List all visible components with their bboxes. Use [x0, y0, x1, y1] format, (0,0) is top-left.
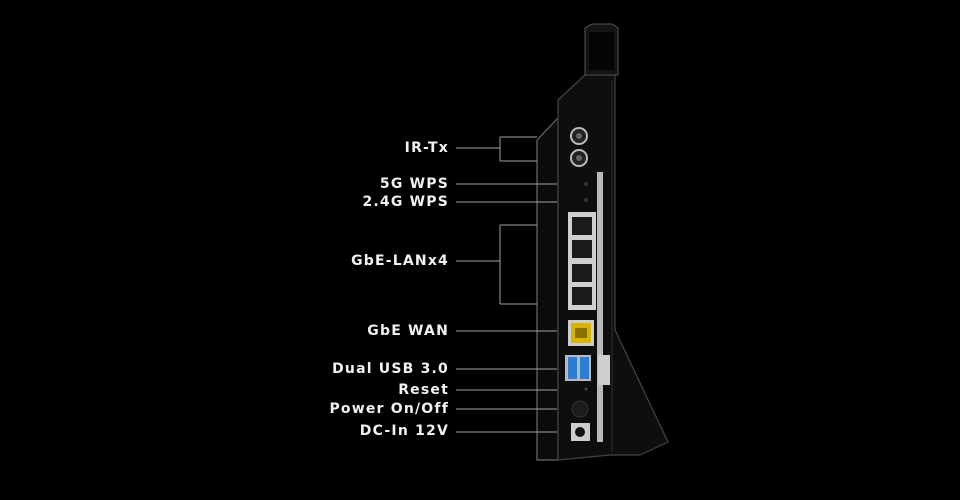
reset-button [584, 387, 588, 391]
wps-5g-button [584, 182, 588, 186]
label-gbe-wan: GbE WAN [367, 323, 449, 339]
label-gbe-lan: GbE-LANx4 [351, 253, 449, 269]
label-dual-usb: Dual USB 3.0 [332, 361, 449, 377]
label-ir-tx: IR-Tx [404, 140, 449, 156]
lan-ports [568, 212, 596, 310]
leader-lines [456, 136, 557, 433]
usb-ports [565, 355, 591, 381]
port-label-strip [597, 172, 603, 442]
label-5g-wps: 5G WPS [379, 176, 449, 192]
label-dc-in: DC-In 12V [359, 423, 449, 439]
ir-tx-ports [570, 127, 588, 167]
label-24g-wps: 2.4G WPS [362, 194, 449, 210]
power-button [571, 400, 589, 418]
wps-24g-button [584, 198, 588, 202]
label-reset: Reset [398, 382, 449, 398]
dc-in-jack [571, 423, 590, 441]
wan-port [568, 320, 594, 346]
label-power: Power On/Off [329, 401, 449, 417]
